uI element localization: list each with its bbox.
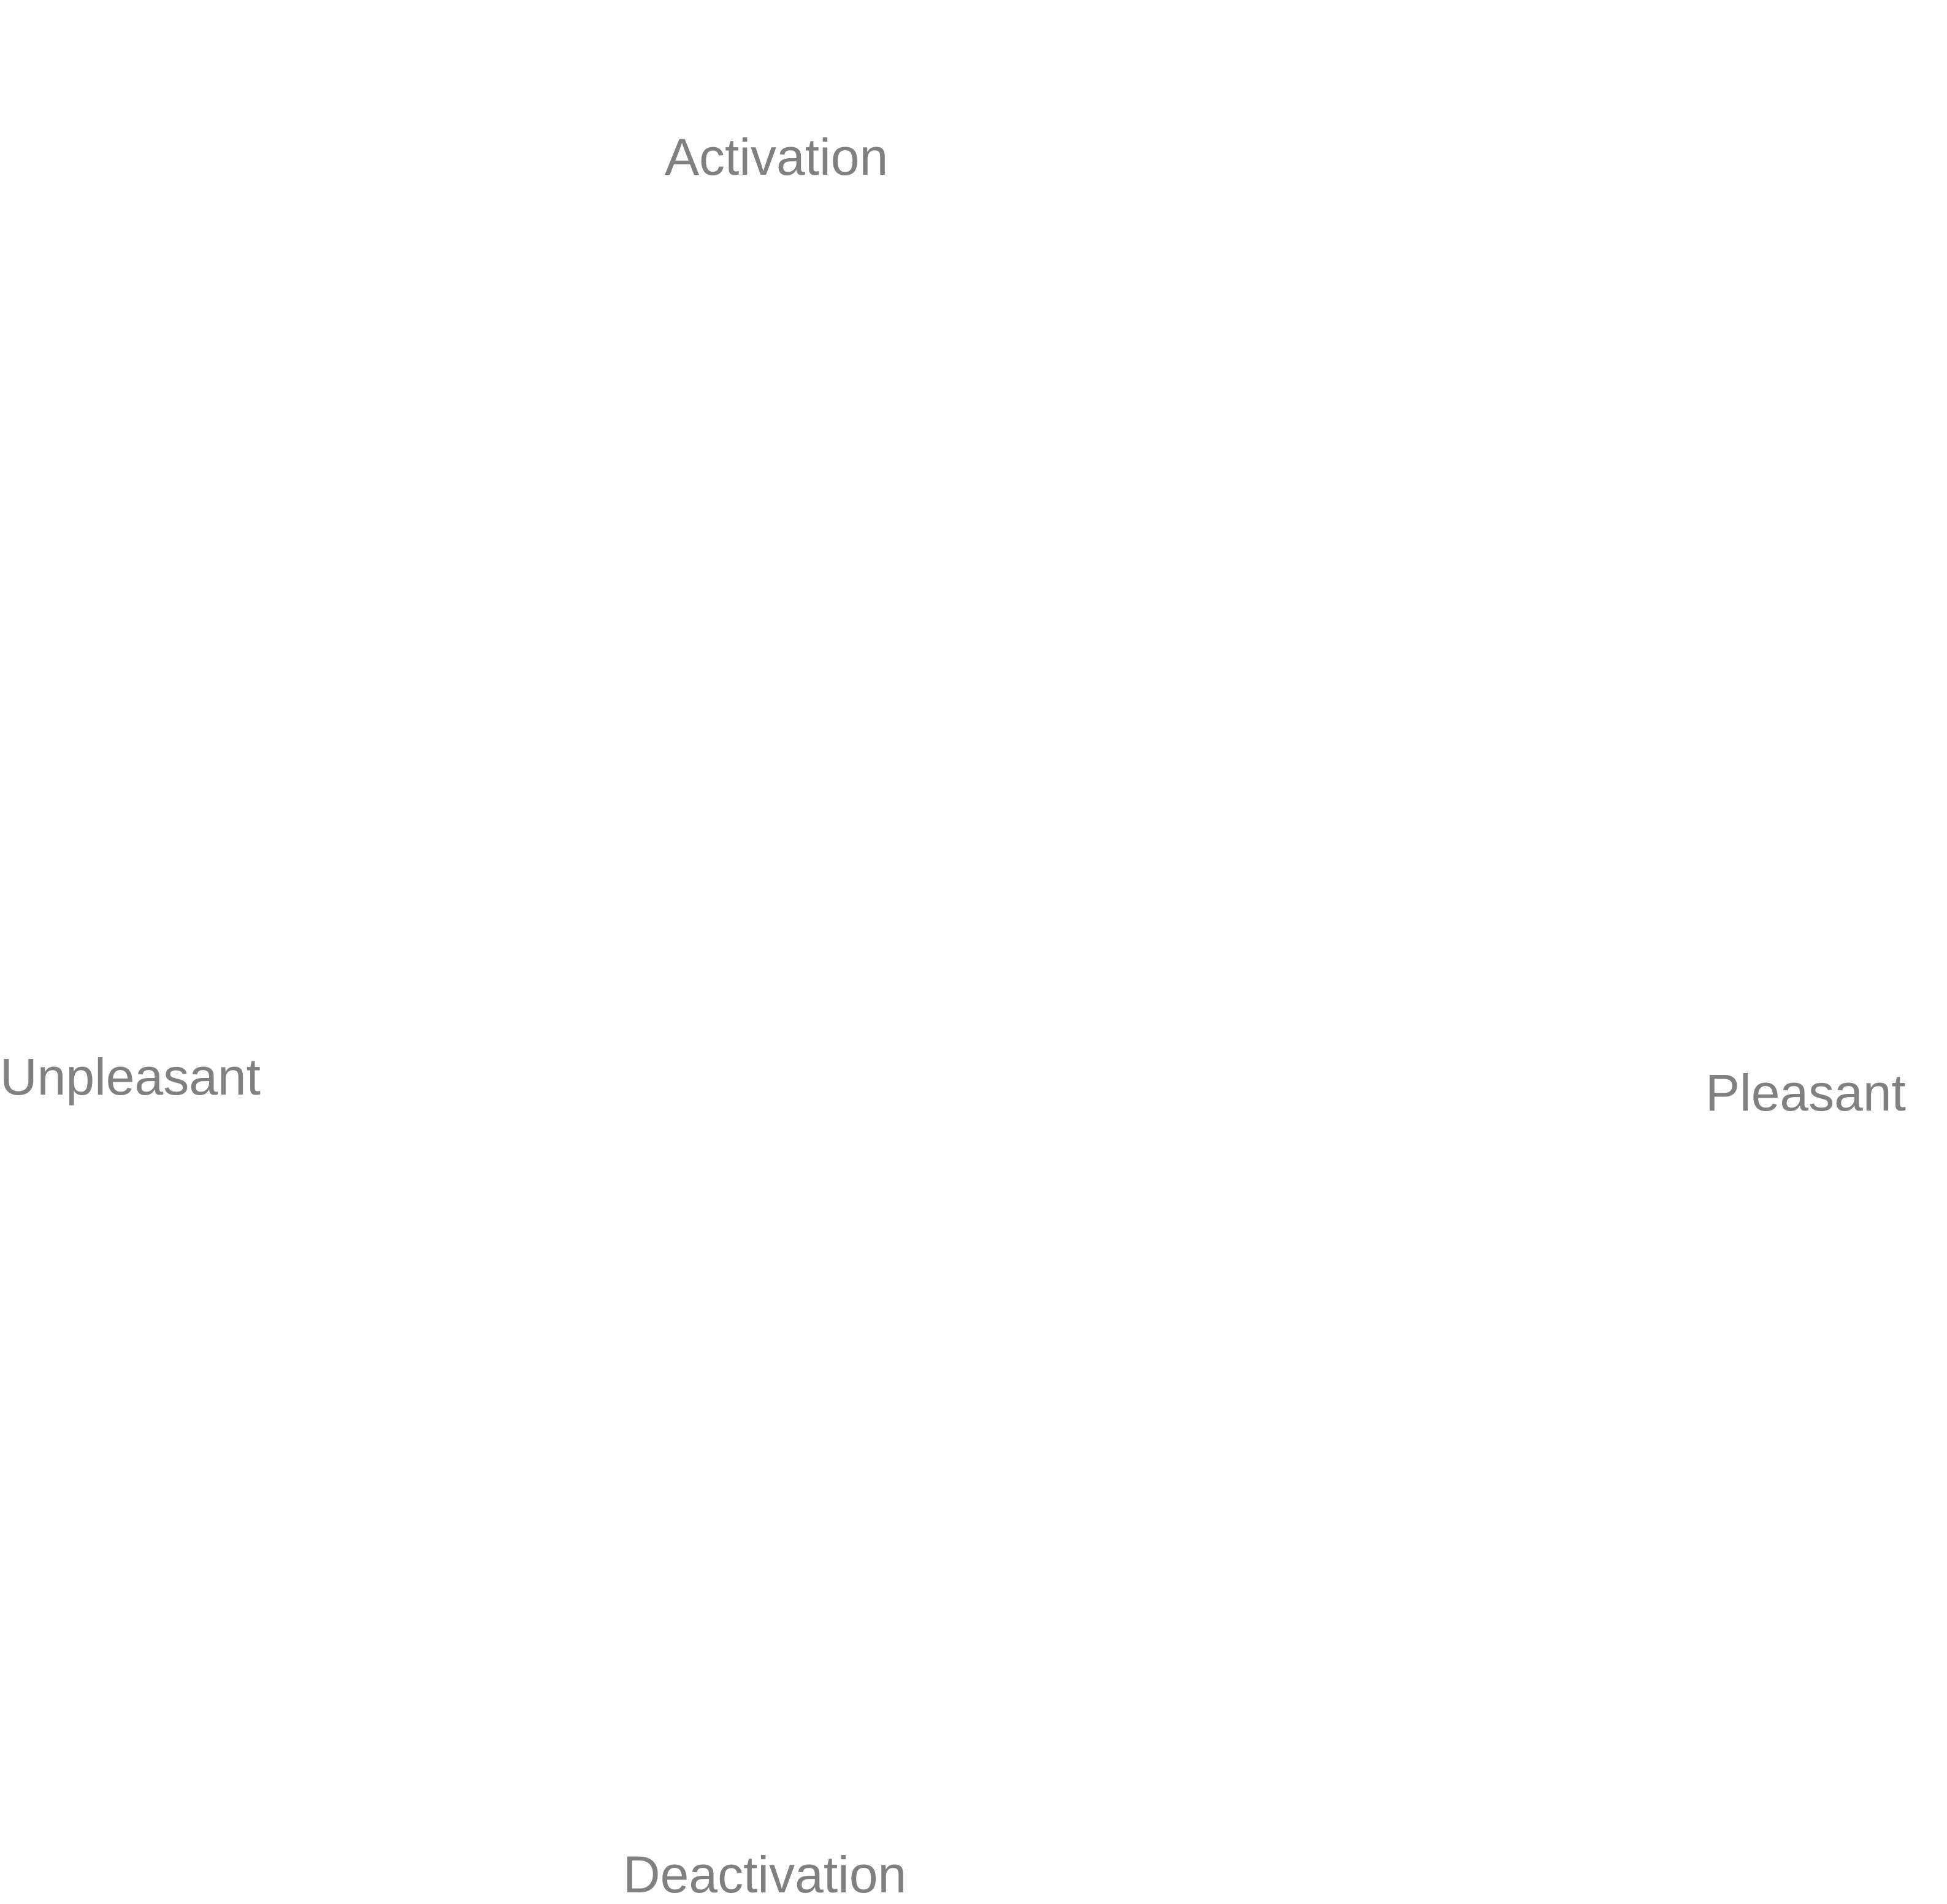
deactivation-axis-label: Deactivation — [623, 1846, 907, 1903]
activation-axis-label: Activation — [665, 128, 889, 186]
unpleasant-axis-label: Unpleasant — [0, 1048, 261, 1106]
pleasant-axis-label: Pleasant — [1705, 1064, 1906, 1122]
